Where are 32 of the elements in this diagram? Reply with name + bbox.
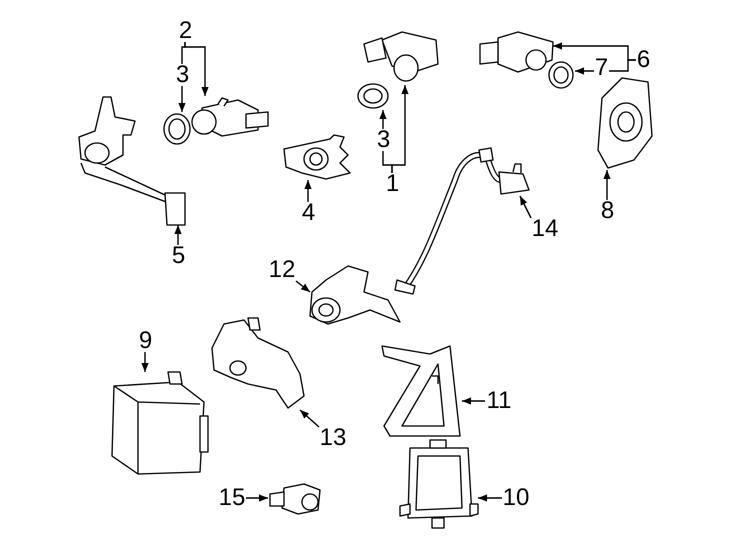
callout-number: 11 — [486, 390, 512, 412]
leader-line — [519, 196, 532, 218]
leader-line — [181, 42, 186, 64]
callout-number: 10 — [502, 487, 530, 509]
callout-number: 1 — [385, 173, 400, 195]
leader-line — [609, 59, 636, 72]
callout-number: 12 — [268, 259, 296, 281]
leader-line — [300, 409, 320, 428]
leader-line — [178, 86, 186, 112]
callout-number: 13 — [319, 427, 347, 449]
callout-number: 4 — [301, 202, 316, 224]
leader-line — [296, 280, 310, 293]
callout-number: 6 — [636, 49, 651, 71]
leader-line — [575, 67, 594, 75]
leader-line — [462, 397, 485, 405]
callout-number: 15 — [218, 487, 246, 509]
leader-line — [603, 170, 611, 200]
callout-number: 3 — [376, 129, 391, 151]
leader-line — [246, 494, 268, 502]
leader-line — [379, 110, 387, 129]
leader-line — [478, 494, 502, 502]
callout-number: 9 — [138, 330, 153, 352]
callout-number: 8 — [600, 200, 615, 222]
callout-number: 2 — [178, 20, 193, 42]
leader-line — [174, 225, 182, 245]
leader-line — [141, 352, 149, 372]
callout-number: 14 — [531, 218, 559, 240]
leader-line — [304, 180, 312, 202]
callout-number: 7 — [594, 57, 609, 79]
leader-line — [382, 151, 393, 173]
callout-number: 5 — [171, 245, 186, 267]
callout-number: 3 — [175, 64, 190, 86]
